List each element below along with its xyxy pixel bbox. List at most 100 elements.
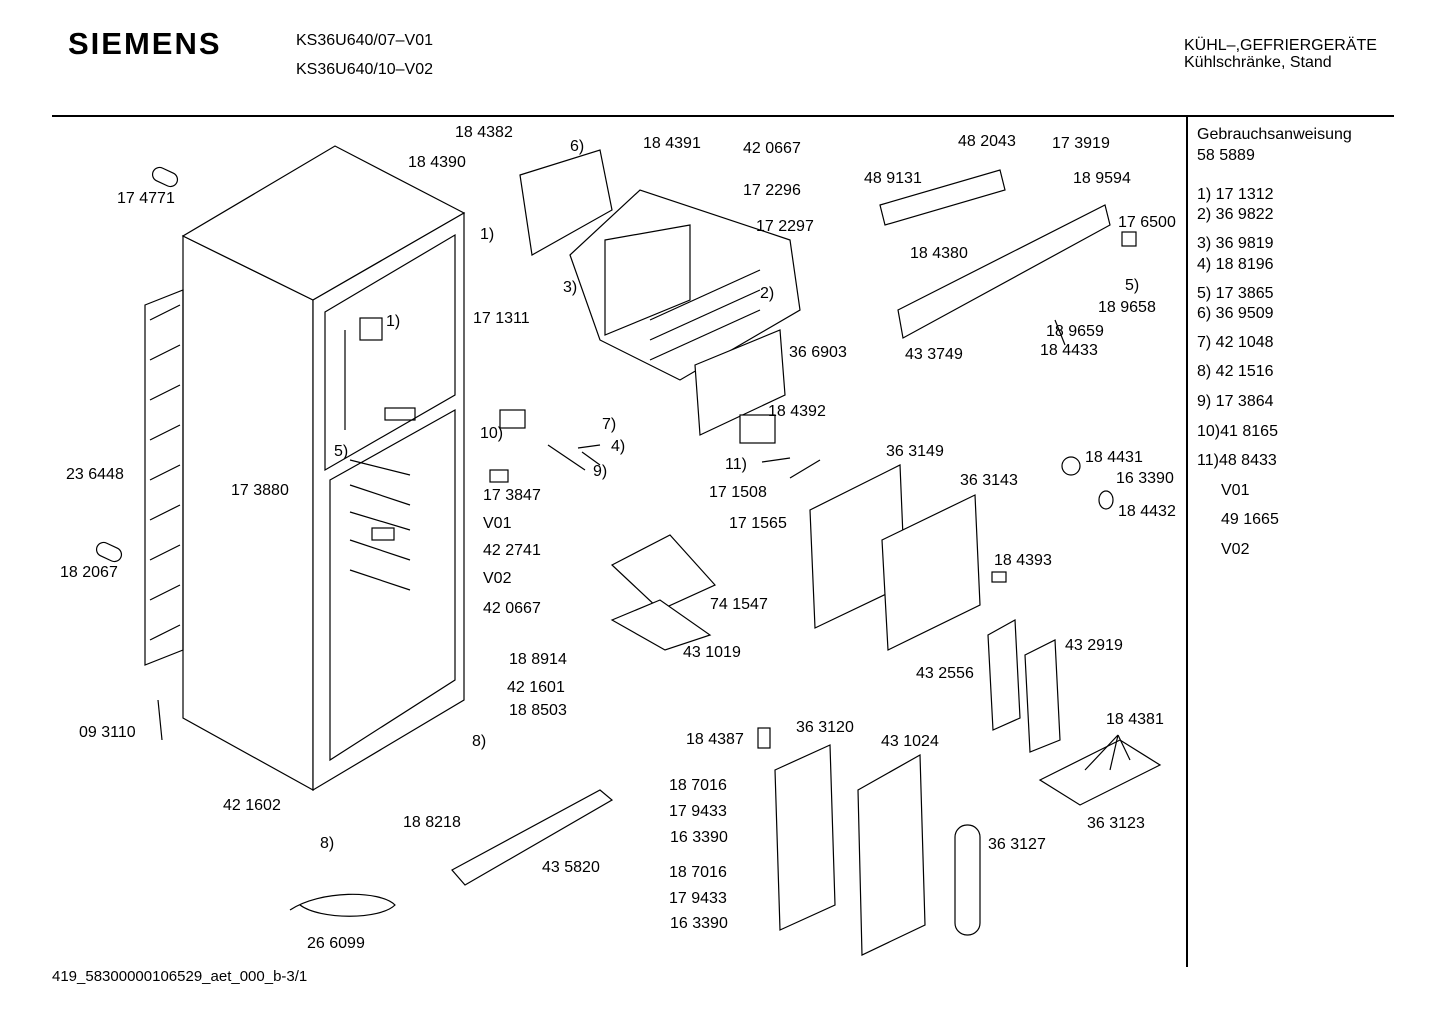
part-label: 17 3847 xyxy=(483,487,541,504)
part-label: 36 3120 xyxy=(796,719,854,736)
legend-item: 3) 36 9819 xyxy=(1197,235,1274,252)
part-label: 36 3123 xyxy=(1087,815,1145,832)
part-label: 17 1565 xyxy=(729,515,787,532)
part-label: 26 6099 xyxy=(307,935,365,952)
part-label: 18 4390 xyxy=(408,154,466,171)
power-cord xyxy=(289,893,396,917)
part-label: 36 3127 xyxy=(988,836,1046,853)
door-liner-363143 xyxy=(881,494,981,651)
control-panel xyxy=(897,204,1111,339)
legend-item: 5) 17 3865 xyxy=(1197,285,1274,302)
callout-label: 9) xyxy=(593,463,608,480)
part-label: 36 3143 xyxy=(960,472,1018,489)
model-line-1: KS36U640/07–V01 xyxy=(296,32,433,49)
legend-item: 7) 42 1048 xyxy=(1197,334,1274,351)
part-label: 43 2919 xyxy=(1065,637,1123,654)
part-label: 17 6500 xyxy=(1118,214,1176,231)
part-label: 18 8503 xyxy=(509,702,567,719)
part-label: 42 1601 xyxy=(507,679,565,696)
part-label: 18 7016 xyxy=(669,777,727,794)
part-label: 17 3880 xyxy=(231,482,289,499)
sidebar-title: Gebrauchsanweisung xyxy=(1197,126,1352,143)
document-code: 419_58300000106529_aet_000_b-3/1 xyxy=(52,968,308,985)
legend-item: 8) 42 1516 xyxy=(1197,363,1274,380)
legend-item: 10)41 8165 xyxy=(1197,423,1278,440)
part-label: 18 4382 xyxy=(455,124,513,141)
part-label: 74 1547 xyxy=(710,596,768,613)
part-label: 36 3149 xyxy=(886,443,944,460)
part-label: 18 4393 xyxy=(994,552,1052,569)
category-line-2: Kühlschränke, Stand xyxy=(1184,54,1332,71)
legend-item: 9) 17 3864 xyxy=(1197,393,1274,410)
foot-part-2 xyxy=(95,541,123,563)
legend-item: 1) 17 1312 xyxy=(1197,186,1274,203)
base-grill xyxy=(451,789,614,886)
brand-logo: SIEMENS xyxy=(68,26,222,61)
legend-item: 2) 36 9822 xyxy=(1197,206,1274,223)
bin-432556 xyxy=(987,619,1021,731)
part-label: 18 7016 xyxy=(669,864,727,881)
part-label: 17 1311 xyxy=(473,310,530,327)
variant-label: V02 xyxy=(483,570,512,587)
part-label: 16 3390 xyxy=(1116,470,1174,487)
sidebar-divider xyxy=(1186,117,1188,967)
sidebar-number: 58 5889 xyxy=(1197,147,1255,164)
callout-label: 2) xyxy=(760,285,775,302)
part-label: 18 2067 xyxy=(60,564,118,581)
part-label: 16 3390 xyxy=(670,829,728,846)
evaporator-coil xyxy=(604,224,691,336)
part-label: 43 3749 xyxy=(905,346,963,363)
callout-label: 8) xyxy=(472,733,487,750)
callout-label: 4) xyxy=(611,438,626,455)
part-label: 18 9658 xyxy=(1098,299,1156,316)
part-label: 17 9433 xyxy=(669,890,727,907)
part-label: 18 4381 xyxy=(1106,711,1164,728)
part-label: 18 4392 xyxy=(768,403,826,420)
legend-item: 4) 18 8196 xyxy=(1197,256,1274,273)
legend-item: V02 xyxy=(1221,541,1250,558)
foot-part xyxy=(151,166,179,188)
condenser-grid xyxy=(144,289,184,666)
shelf-363127 xyxy=(954,824,981,936)
plate-363123 xyxy=(1038,739,1162,806)
part-label: 23 6448 xyxy=(66,466,124,483)
part-label: 18 4387 xyxy=(686,731,744,748)
evaporator-cover xyxy=(519,149,613,256)
part-label: 42 0667 xyxy=(743,140,801,157)
variant-label: V01 xyxy=(483,515,512,532)
callout-label: 1) xyxy=(386,313,401,330)
door-363120 xyxy=(774,744,836,931)
part-label: 42 1602 xyxy=(223,797,281,814)
part-label: 43 1019 xyxy=(683,644,741,661)
category-line-1: KÜHL–,GEFRIERGERÄTE xyxy=(1184,37,1377,54)
part-label: 18 4432 xyxy=(1118,503,1176,520)
part-label: 17 2297 xyxy=(756,218,814,235)
header-divider xyxy=(52,115,1394,117)
control-board xyxy=(879,169,1006,226)
ring-184431 xyxy=(1061,456,1081,476)
part-label: 18 4380 xyxy=(910,245,968,262)
callout-label: 5) xyxy=(334,443,349,460)
part-label: 18 9594 xyxy=(1073,170,1131,187)
evaporator-outline xyxy=(569,189,801,381)
part-label: 17 4771 xyxy=(117,190,175,207)
part-label: 18 9659 xyxy=(1046,323,1104,340)
part-label: 36 6903 xyxy=(789,344,847,361)
small-part-176500 xyxy=(1121,231,1137,247)
callout-label: 7) xyxy=(602,416,617,433)
part-label: 18 4391 xyxy=(643,135,701,152)
drawer-431019 xyxy=(610,599,712,651)
legend-item: 49 1665 xyxy=(1221,511,1279,528)
callout-label: 6) xyxy=(570,138,585,155)
part-label: 18 4431 xyxy=(1085,449,1143,466)
legend-item: 11)48 8433 xyxy=(1197,452,1277,469)
callout-label: 1) xyxy=(480,226,495,243)
part-label: 43 1024 xyxy=(881,733,939,750)
legend-item: V01 xyxy=(1221,482,1250,499)
callout-label: 11) xyxy=(725,456,747,473)
small-part-10 xyxy=(499,409,526,429)
drawer-741547 xyxy=(610,534,716,611)
part-label: 18 4433 xyxy=(1040,342,1098,359)
thermostat-part xyxy=(739,414,776,444)
